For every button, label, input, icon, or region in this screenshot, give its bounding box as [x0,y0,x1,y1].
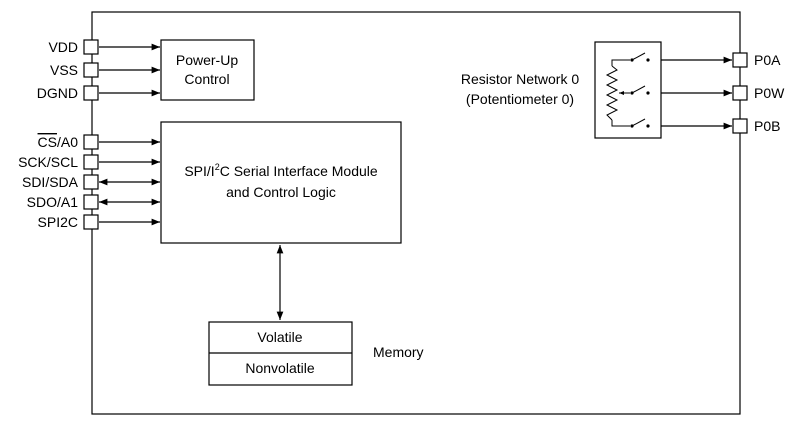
power-up-label-line2: Control [184,71,229,87]
superscript-2: 2 [215,162,220,172]
pin-label: CS/A0 [38,134,79,150]
resistor-network-label-line1: Resistor Network 0 [461,71,579,87]
power-pin-group: VDD VSS DGND [37,39,160,101]
resistor-zigzag [605,65,619,121]
pin-box [83,174,99,190]
pin-sdo-a1: SDO/A1 [27,194,160,210]
pin-p0w: P0W [650,85,785,101]
memory-volatile-label: Volatile [257,329,302,345]
pot-pin-group: P0A P0W P0B [650,52,785,134]
pin-box [732,85,748,101]
pin-box [83,85,99,101]
pin-box [83,62,99,78]
pin-label-overbar: CS [38,134,57,150]
pin-sck-scl: SCK/SCL [18,154,160,170]
pin-vdd: VDD [48,39,160,55]
pin-label: SCK/SCL [18,154,78,170]
pin-label: P0A [754,52,781,68]
switch-b [630,118,650,128]
memory-label: Memory [373,344,424,360]
pin-p0b: P0B [650,118,780,134]
serial-interface-label-line1: SPI/I2C Serial Interface Module [184,162,378,179]
pin-label: SPI2C [38,214,78,230]
pin-label: P0B [754,118,780,134]
pin-label: VDD [48,39,78,55]
pin-dgnd: DGND [37,85,160,101]
switch-w [630,85,650,95]
pin-label: SDO/A1 [27,194,79,210]
pin-sdi-sda: SDI/SDA [22,174,160,190]
pin-label: P0W [754,85,785,101]
pin-cs-a0: CS/A0 [38,134,160,150]
pin-label: SDI/SDA [22,174,79,190]
pin-spi2c: SPI2C [38,214,160,230]
pin-label: VSS [50,62,78,78]
pin-box [83,39,99,55]
memory-block: Volatile Nonvolatile [208,321,353,386]
pin-vss: VSS [50,62,160,78]
pin-p0a: P0A [650,52,781,68]
pin-box [732,52,748,68]
power-up-label-line1: Power-Up [176,52,238,68]
switch-a [630,52,650,62]
resistor-network-label-line2: (Potentiometer 0) [466,91,574,107]
pin-box [83,194,99,210]
resistor-network-symbol [594,41,662,139]
pin-box [732,118,748,134]
serial-interface-label-line2: and Control Logic [226,184,336,200]
pin-box [83,134,99,150]
memory-nonvolatile-label: Nonvolatile [245,360,314,376]
pin-box [83,154,99,170]
pin-label: DGND [37,85,78,101]
pin-box [83,214,99,230]
serial-interface-block: SPI/I2C Serial Interface Module and Cont… [160,121,402,244]
power-up-control-block: Power-Up Control [160,39,255,101]
